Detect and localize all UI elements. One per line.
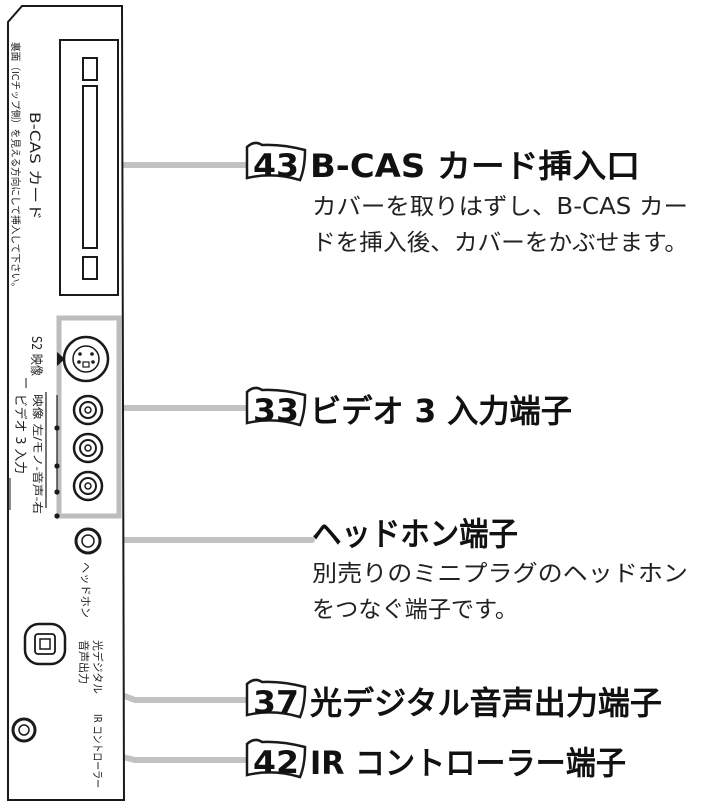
ir-controller-label: IR コントローラー [91,714,104,788]
video3-page-ref: 33 [253,393,299,429]
bcas-card-label: B-CAS カード [26,112,42,220]
video3-callout: 33 ビデオ 3 入力端子 [245,386,572,430]
headphone-callout: ヘッドホン端子 別売りのミニプラグのヘッドホン をつなぐ端子です。 [312,515,688,623]
bcas-callout-title: B-CAS カード挿入口 [310,147,640,185]
video3-input-label: ビデオ 3 入力 [12,394,28,474]
page-ref-icon [245,678,307,719]
optical-digital-port[interactable] [23,622,67,666]
rca-bracket-marks [45,392,60,519]
optical-label-line1: 光デジタル [91,640,105,694]
bcas-slot-bottom-tab [82,256,98,280]
optical-page-ref: 37 [253,685,299,721]
s2-video-jack[interactable] [62,335,110,383]
headphone-callout-title: ヘッドホン端子 [312,515,518,553]
bcas-instruction-label: 裏面（ICチップ側）を見える方向にして挿入して下さい。 [9,42,22,292]
headphone-jack[interactable] [74,527,102,555]
headphone-callout-desc-line1: 別売りのミニプラグのヘッドホン [312,561,688,587]
page-ref-icon [245,738,307,779]
page-ref-icon [245,386,307,427]
video3-detail-label: 映像 左/モノ-音声-右 [31,394,45,514]
headphone-label: ヘッドホン [79,562,92,618]
page-ref-icon [245,141,307,182]
ir-page-ref: 42 [253,745,299,781]
ir-callout-title: IR コントローラー端子 [310,744,626,782]
optical-callout: 37 光デジタル音声出力端子 [245,678,662,722]
s2-arrow-icon [57,352,65,366]
bcas-callout: 43 B-CAS カード挿入口 カバーを取りはずし、B-CAS カー ドを挿入後… [245,141,688,256]
video3-callout-title: ビデオ 3 入力端子 [310,392,572,430]
optical-callout-title: 光デジタル音声出力端子 [310,684,662,722]
bcas-callout-desc-line1: カバーを取りはずし、B-CAS カー [312,194,688,220]
optical-label-line2: 音声出力 [77,640,91,684]
bcas-card-slot [59,39,119,296]
bcas-slot-opening [82,85,98,249]
bcas-callout-desc-line2: ドを挿入後、カバーをかぶせます。 [312,230,688,256]
rca-video-jack[interactable] [72,394,104,426]
video3-connector-group [56,315,122,519]
headphone-callout-desc-line2: をつなぐ端子です。 [312,597,518,623]
ir-controller-jack[interactable] [11,717,37,743]
rca-audio-left-jack[interactable] [72,432,104,464]
ir-callout: 42 IR コントローラー端子 [245,738,626,782]
bcas-slot-top-tab [82,57,98,81]
bcas-page-ref: 43 [253,148,299,184]
rca-audio-right-jack[interactable] [72,470,104,502]
s2-video-label: S2 映像 [28,336,43,376]
